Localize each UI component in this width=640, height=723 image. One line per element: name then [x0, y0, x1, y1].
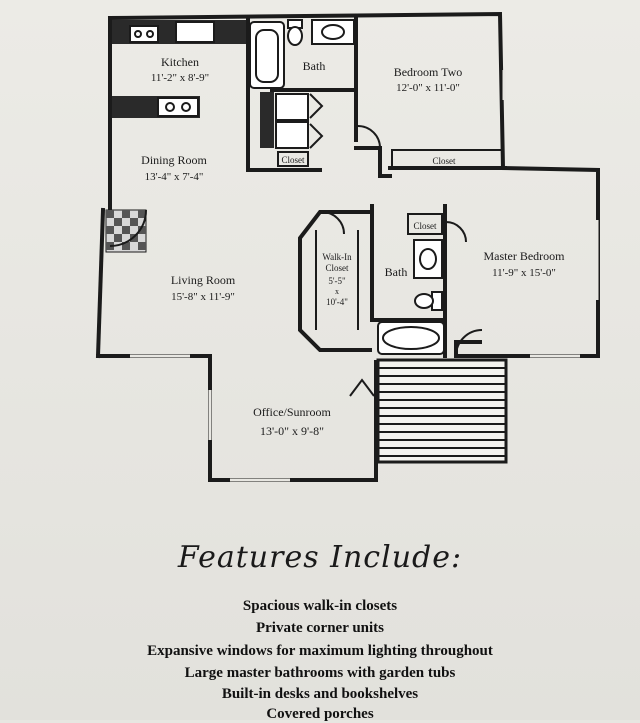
feature-item: Expansive windows for maximum lighting t…	[147, 643, 493, 659]
walkin-shelves	[315, 230, 359, 330]
main-bath-name: Bath	[303, 59, 326, 73]
feature-item: Spacious walk-in closets	[242, 598, 398, 614]
walkin-name2: Closet	[325, 263, 349, 273]
main-bathtub	[249, 21, 285, 89]
bedroom-two-size: 12'-0" x 11'-0"	[396, 82, 460, 94]
master-bedroom-name: Master Bedroom	[484, 249, 566, 263]
hall-closet	[277, 151, 309, 167]
feature-item: Private corner units	[255, 620, 385, 636]
kitchen-size: 11'-2" x 8'-9"	[151, 72, 209, 84]
floor-plan: Kitchen 11'-2" x 8'-9" Bath Bedroom Two …	[95, 11, 600, 482]
living-name: Living Room	[171, 273, 236, 287]
master-closet-label: Closet	[413, 221, 437, 231]
covered-porch	[349, 358, 508, 464]
master-closet	[407, 213, 443, 235]
master-bath-name: Bath	[385, 265, 408, 279]
dining-size: 13'-4" x 7'-4"	[145, 171, 204, 183]
living-size: 15'-8" x 11'-9"	[171, 291, 235, 303]
feature-item: Large master bathrooms with garden tubs	[184, 665, 456, 681]
kitchen-name: Kitchen	[161, 55, 199, 69]
feature-item: Covered porches	[266, 706, 374, 722]
features-title: Features Include:	[177, 540, 463, 575]
main-vanity	[311, 19, 355, 45]
master-toilet	[414, 291, 443, 311]
main-toilet	[287, 19, 303, 46]
entry-tile	[105, 209, 147, 253]
master-bedroom-size: 11'-9" x 15'-0"	[492, 267, 556, 279]
walkin-size-b: 10'-4"	[326, 297, 348, 307]
room-labels: Kitchen 11'-2" x 8'-9" Bath Bedroom Two …	[141, 55, 565, 438]
hall-closet-label: Closet	[281, 155, 305, 165]
master-garden-tub	[377, 321, 445, 355]
doors	[321, 125, 483, 357]
laundry-units	[260, 92, 324, 149]
interior-walls	[246, 16, 507, 358]
kitchen-counter	[112, 20, 248, 44]
bedroom-two-name: Bedroom Two	[394, 65, 463, 79]
walkin-size-a: 5'-5"	[328, 276, 346, 286]
walkin-size-x: x	[335, 287, 339, 296]
windows	[130, 70, 599, 482]
walkin-name: Walk-In	[322, 252, 352, 262]
office-name: Office/Sunroom	[253, 405, 331, 419]
feature-item: Built-in desks and bookshelves	[221, 686, 419, 702]
bed2-closet-label: Closet	[432, 156, 456, 166]
kitchen-sink-counter	[112, 96, 200, 118]
office-size: 13'-0" x 9'-8"	[260, 424, 324, 438]
dining-name: Dining Room	[141, 153, 207, 167]
bed2-closet	[391, 149, 503, 169]
master-vanity	[413, 239, 443, 279]
